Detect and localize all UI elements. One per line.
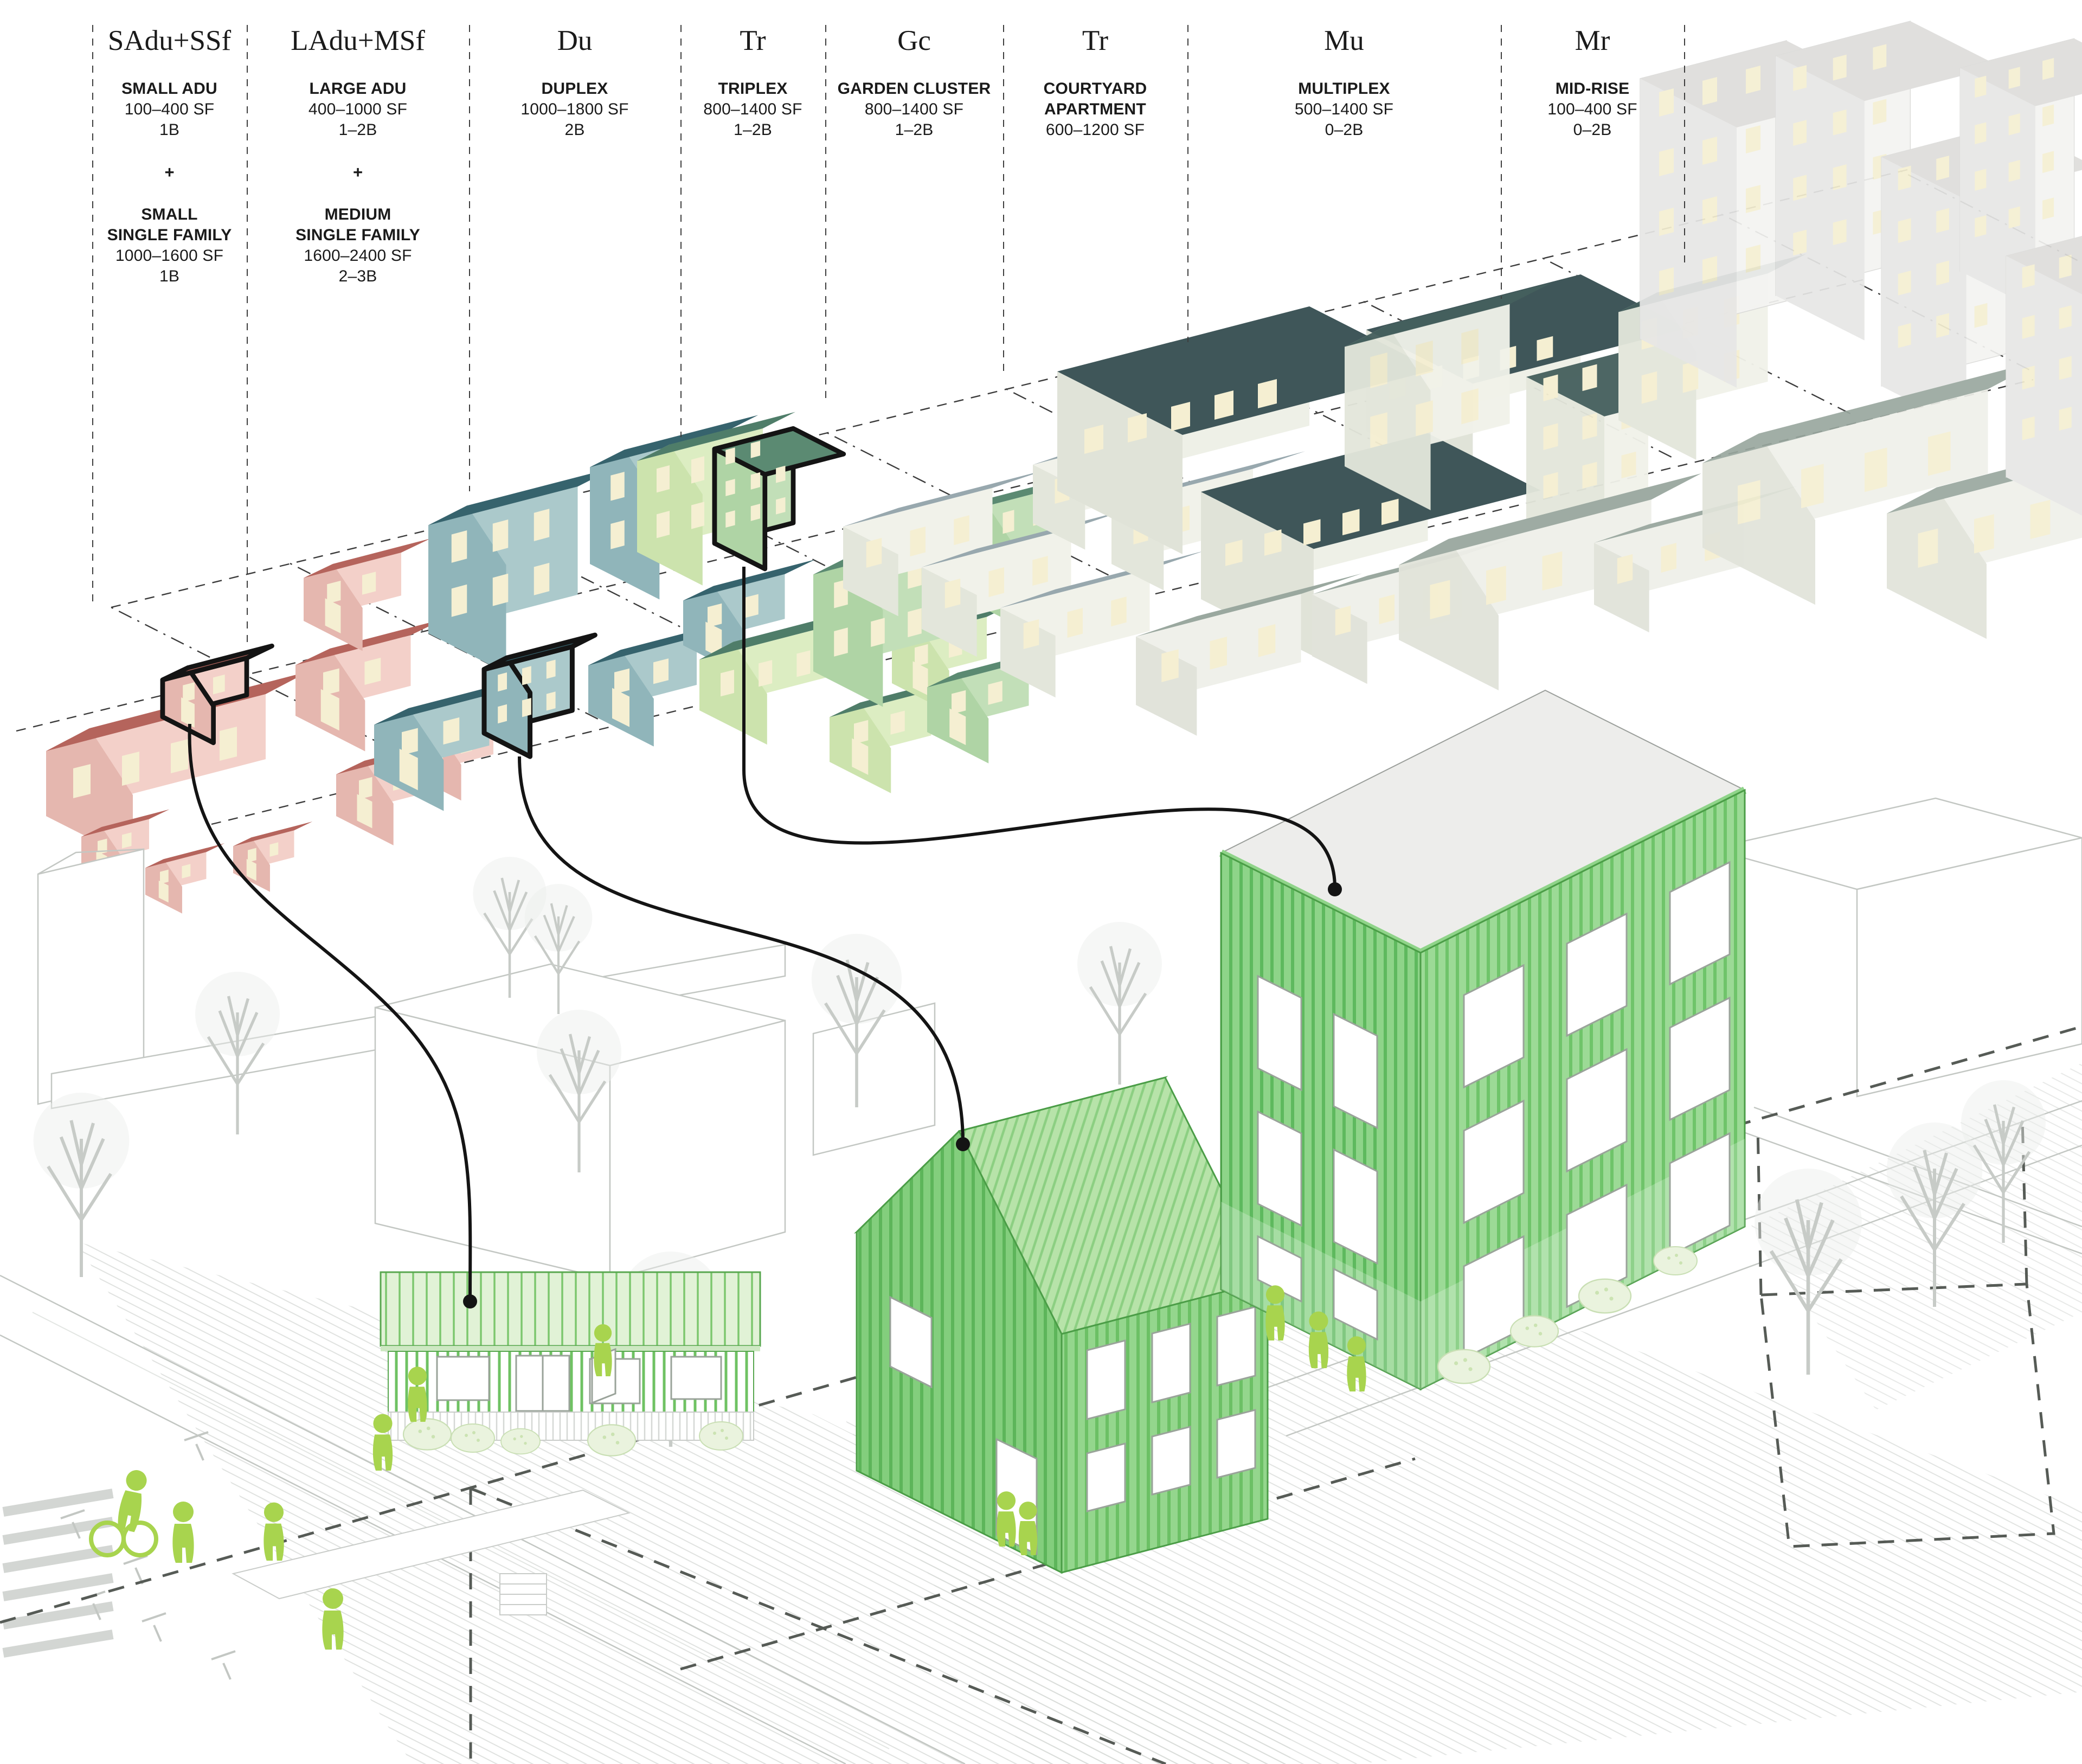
typology-size: 800–1400 SF — [864, 100, 964, 119]
typology-size: 500–1400 SF — [1294, 100, 1394, 119]
typology-name: MID-RISE — [1555, 80, 1630, 98]
callout-dot — [463, 1294, 477, 1308]
typology-abbr: Tr — [740, 25, 766, 56]
person-figure — [264, 1502, 284, 1561]
typology-group: TRIPLEX 800–1400 SF 1–2B — [680, 79, 825, 140]
typology-size: 1000–1600 SF — [115, 247, 224, 265]
typology-abbr: LAdu+MSf — [291, 25, 425, 56]
legend-divider-2 — [247, 25, 248, 643]
typology-bedrooms: 2B — [564, 121, 585, 139]
typology-bedrooms: 1B — [159, 267, 180, 286]
typology-size: 100–400 SF — [1547, 100, 1637, 119]
adu-window — [436, 1356, 490, 1401]
typology-group: MID-RISE 100–400 SF 0–2B — [1501, 79, 1684, 140]
pedestrians — [89, 1285, 1366, 1650]
typology-abbr: Mu — [1324, 25, 1364, 56]
site-plan — [0, 689, 2082, 1764]
highlight-triplex — [715, 428, 844, 569]
typology-group: SMALL ADU 100–400 SF 1B — [92, 79, 247, 140]
typology-abbr: Mr — [1575, 25, 1610, 56]
green-building-adu — [232, 1271, 761, 1615]
adu-steps — [499, 1573, 547, 1615]
typology-group: DUPLEX 1000–1800 SF 2B — [469, 79, 680, 140]
typology-group: COURTYARD APARTMENT 600–1200 SF — [1003, 79, 1187, 140]
typology-bedrooms: 0–2B — [1325, 121, 1364, 139]
legend-divider-1 — [92, 25, 94, 602]
typology-size: 1000–1800 SF — [520, 100, 629, 119]
legend-divider-5 — [825, 25, 827, 405]
typology-abbr: Tr — [1082, 25, 1109, 56]
typology-bedrooms: 0–2B — [1573, 121, 1612, 139]
plus-sign: + — [164, 163, 175, 182]
typology-group: GARDEN CLUSTER 800–1400 SF 1–2B — [825, 79, 1003, 140]
typology-group: MEDIUM SINGLE FAMILY 1600–2400 SF 2–3B — [247, 204, 469, 287]
typology-name: SMALL SINGLE FAMILY — [107, 206, 232, 245]
typology-name: DUPLEX — [541, 80, 608, 98]
legend-divider-9 — [1684, 25, 1686, 266]
typology-group: LARGE ADU 400–1000 SF 1–2B — [247, 79, 469, 140]
callout-dot — [1328, 882, 1342, 896]
typology-name: SMALL ADU — [121, 80, 217, 98]
typology-name: MULTIPLEX — [1298, 80, 1390, 98]
legend-divider-4 — [680, 25, 682, 437]
legend-divider-6 — [1003, 25, 1005, 375]
cyclist-figure — [89, 1468, 158, 1557]
typology-size: 100–400 SF — [124, 100, 215, 119]
crosswalk — [2, 1489, 114, 1658]
typology-bedrooms: 1–2B — [338, 121, 377, 139]
adu-walkway — [232, 1489, 631, 1600]
green-building-house — [853, 1076, 1269, 1574]
typology-group: MULTIPLEX 500–1400 SF 0–2B — [1187, 79, 1501, 140]
typology-bedrooms: 2–3B — [338, 267, 377, 286]
callout-dot — [956, 1137, 970, 1151]
plus-sign: + — [352, 163, 363, 182]
typology-bedrooms: 1B — [159, 121, 180, 139]
typology-name: GARDEN CLUSTER — [837, 80, 991, 98]
typology-name: TRIPLEX — [718, 80, 788, 98]
typology-size: 1600–2400 SF — [304, 247, 412, 265]
green-building-multiplex — [1219, 689, 1747, 1391]
typology-size: 600–1200 SF — [1045, 121, 1145, 139]
typology-size: 800–1400 SF — [703, 100, 802, 119]
callout-lines — [188, 567, 1342, 1308]
typology-name: COURTYARD APARTMENT — [1043, 80, 1147, 119]
typology-bedrooms: 1–2B — [734, 121, 772, 139]
typology-abbr: Du — [557, 25, 593, 56]
typology-group: SMALL SINGLE FAMILY 1000–1600 SF 1B — [92, 204, 247, 287]
typology-name: MEDIUM SINGLE FAMILY — [295, 206, 420, 245]
typology-name: LARGE ADU — [309, 80, 407, 98]
typology-bedrooms: 1–2B — [895, 121, 934, 139]
callout-line-triplex — [742, 567, 1336, 889]
callout-line-small-adu — [188, 723, 472, 1301]
typology-abbr: SAdu+SSf — [107, 25, 232, 56]
typology-abbr: Gc — [897, 25, 931, 56]
typology-size: 400–1000 SF — [308, 100, 408, 119]
callout-line-single-family — [518, 756, 965, 1144]
legend-divider-7 — [1187, 25, 1189, 342]
legend-divider-8 — [1501, 25, 1502, 299]
person-figure — [172, 1502, 194, 1563]
legend-divider-3 — [469, 25, 471, 491]
